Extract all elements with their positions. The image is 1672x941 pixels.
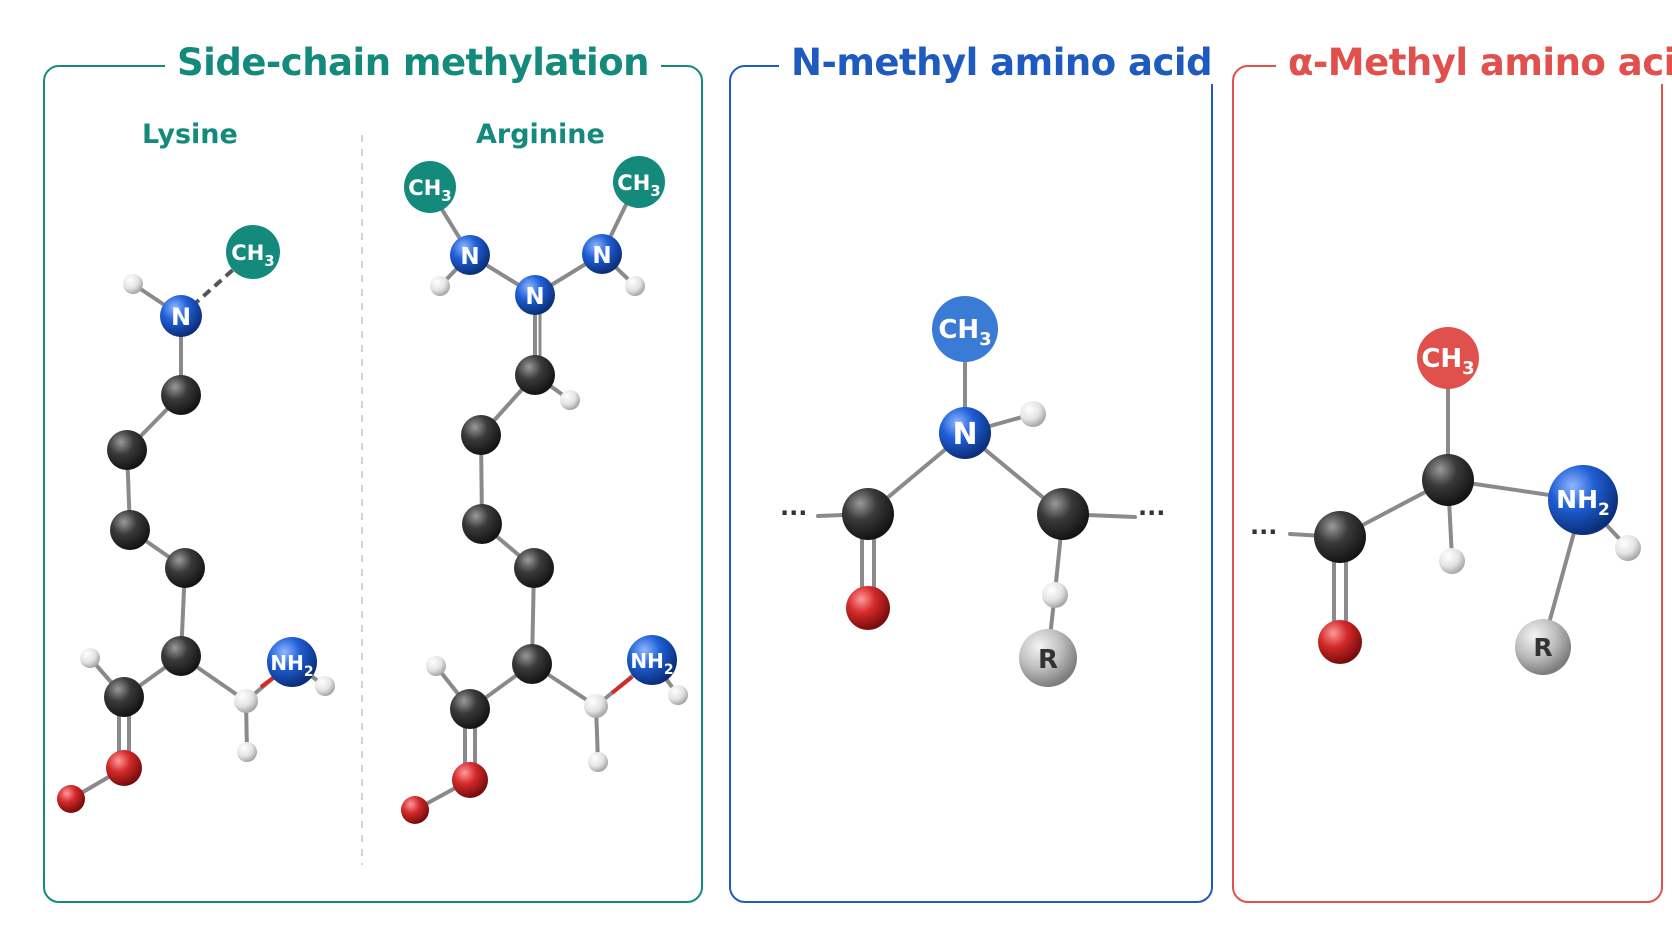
lysine-atom-h: [315, 676, 335, 696]
arginine-atom-n-label: N: [525, 284, 544, 310]
arginine-atom-c: [450, 689, 490, 729]
lysine-nh2-label: NH2: [270, 651, 313, 680]
arginine-atom-ch3: [404, 161, 456, 213]
lysine-atom-h: [237, 742, 257, 762]
arginine-atom-c: [461, 415, 501, 455]
arginine-atom-h: [560, 390, 580, 410]
arginine-atom-h: [625, 276, 645, 296]
lysine-atom-c: [165, 548, 205, 588]
alpha-methyl-ch3-label: CH3: [1421, 344, 1474, 379]
alpha-methyl-nh2-label: NH2: [1556, 485, 1610, 520]
lysine-atom-nh2: [267, 637, 317, 687]
lysine-molecule: [69, 282, 327, 801]
lysine-atom-o: [106, 750, 142, 786]
n-methyl-ch3-label: CH3: [938, 315, 991, 350]
n-methyl-atom-h: [1042, 582, 1068, 608]
n-methyl-atom-r: [1019, 629, 1077, 687]
n-methyl-dots-left: ···: [780, 499, 807, 527]
alpha-methyl-dots-left: ···: [1250, 518, 1277, 546]
arginine-atom-n: [582, 234, 622, 274]
lysine-ch3-label: CH3: [231, 241, 274, 270]
alpha-methyl-atom-ch3: [1417, 327, 1479, 389]
arginine-atom-c: [512, 644, 552, 684]
alpha-methyl-atom-c: [1422, 454, 1474, 506]
arginine-atom-o: [401, 796, 429, 824]
arginine-atom-n: [450, 235, 490, 275]
arginine-atom-h: [584, 694, 608, 718]
n-methyl-atom-r-label: R: [1038, 645, 1058, 675]
n-methyl-atom-n: [939, 407, 991, 459]
lysine-atom-c: [161, 636, 201, 676]
label-arginine: Arginine: [476, 119, 605, 150]
panel-side-chain-methylation: Side-chain methylation Lysine Arginine: [43, 41, 703, 903]
arginine-atom-o: [452, 762, 488, 798]
lysine-atom-h: [123, 274, 143, 294]
alpha-methyl-atom-nh2: [1548, 465, 1618, 535]
n-methyl-atom-o: [846, 586, 890, 630]
arginine-red-bond: [610, 675, 634, 695]
lysine-atom-c: [110, 510, 150, 550]
alpha-methyl-atom-r: [1515, 619, 1571, 675]
arginine-atom-n: [515, 275, 555, 315]
arginine-atom-nh2: [627, 635, 677, 685]
lysine-atom-o: [57, 785, 85, 813]
panel-title-side-chain: Side-chain methylation: [165, 41, 661, 84]
lysine-atom-h: [234, 689, 258, 713]
alpha-methyl-atom-r-label: R: [1533, 633, 1552, 662]
panel-n-methyl: N-methyl amino acid: [729, 41, 1225, 903]
n-methyl-atom-c: [1037, 488, 1089, 540]
lysine-atom-h: [80, 648, 100, 668]
n-methyl-atom-n-label: N: [952, 417, 977, 452]
lysine-atom-ch3: [226, 225, 280, 279]
arginine-atom-ch3: [613, 156, 665, 208]
arginine-atom-n-label: N: [460, 244, 479, 270]
arginine-atom-h: [668, 685, 688, 705]
alpha-methyl-atom-h: [1439, 548, 1465, 574]
arginine-atom-c: [514, 548, 554, 588]
arginine-atom-h: [588, 752, 608, 772]
alpha-methyl-atom-o: [1318, 620, 1362, 664]
lysine-atom-n: [160, 295, 202, 337]
arginine-atom-c: [462, 504, 502, 544]
n-methyl-dots-right: ···: [1138, 499, 1165, 527]
arginine-atom-h: [426, 656, 446, 676]
n-methyl-atom-ch3: [932, 296, 998, 362]
alpha-methyl-atom-c: [1314, 511, 1366, 563]
arginine-ch3-right-label: CH3: [617, 171, 660, 200]
arginine-ch3-left-label: CH3: [408, 176, 451, 205]
arginine-atom-n-label: N: [592, 243, 611, 269]
alpha-methyl-atom-h: [1615, 535, 1641, 561]
lysine-atom-c: [104, 677, 144, 717]
lysine-atom-n-label: N: [171, 303, 191, 331]
n-methyl-atom-h: [1020, 401, 1046, 427]
arginine-atom-h: [430, 276, 450, 296]
lysine-atom-c: [107, 430, 147, 470]
arginine-atom-c: [515, 355, 555, 395]
panel-title-alpha-methyl: α-Methyl amino acid: [1276, 41, 1672, 84]
panel-alpha-methyl: α-Methyl amino acid: [1232, 41, 1672, 903]
arginine-nh2-label: NH2: [630, 649, 673, 678]
panel-title-n-methyl: N-methyl amino acid: [779, 41, 1225, 84]
lysine-atom-c: [161, 375, 201, 415]
label-lysine: Lysine: [142, 119, 238, 150]
n-methyl-atom-c: [842, 488, 894, 540]
